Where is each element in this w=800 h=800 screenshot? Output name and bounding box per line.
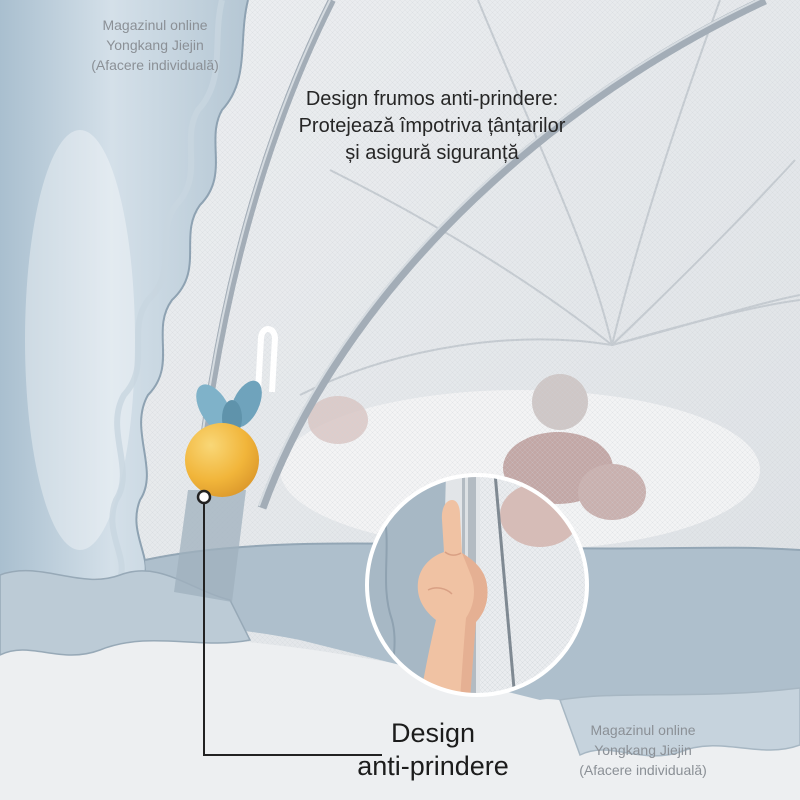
ruffle-hem-right	[558, 687, 800, 757]
ruffled-curtain	[0, 0, 249, 585]
callout-line: Design	[390, 718, 476, 748]
watermark-top-line: Yongkang Jiejin	[106, 37, 204, 53]
watermark-bottom-line: Magazinul online	[590, 722, 696, 738]
bed-sheet	[0, 634, 800, 800]
watermark-top: Magazinul online Yongkang Jiejin (Afacer…	[50, 15, 260, 75]
plush-toy	[185, 380, 262, 497]
strap-loop	[255, 326, 279, 393]
headline-line: Design frumos anti-prindere:	[305, 88, 559, 110]
watermark-top-line: Magazinul online	[102, 17, 208, 33]
net-corner	[174, 490, 246, 602]
watermark-bottom: Magazinul online Yongkang Jiejin (Afacer…	[540, 720, 746, 780]
callout-line: anti-prindere	[357, 751, 509, 781]
headline-line: și asigură siguranță	[345, 142, 519, 164]
callout-label: Design anti-prindere	[320, 717, 546, 783]
watermark-bottom-line: Yongkang Jiejin	[594, 742, 692, 758]
zoom-inset-border	[365, 473, 589, 697]
watermark-top-line: (Afacere individuală)	[91, 57, 219, 73]
headline: Design frumos anti-prindere: Protejează …	[236, 86, 628, 167]
headline-line: Protejează împotriva țânțarilor	[298, 115, 566, 137]
callout-leader	[196, 489, 382, 756]
watermark-bottom-line: (Afacere individuală)	[579, 762, 707, 778]
